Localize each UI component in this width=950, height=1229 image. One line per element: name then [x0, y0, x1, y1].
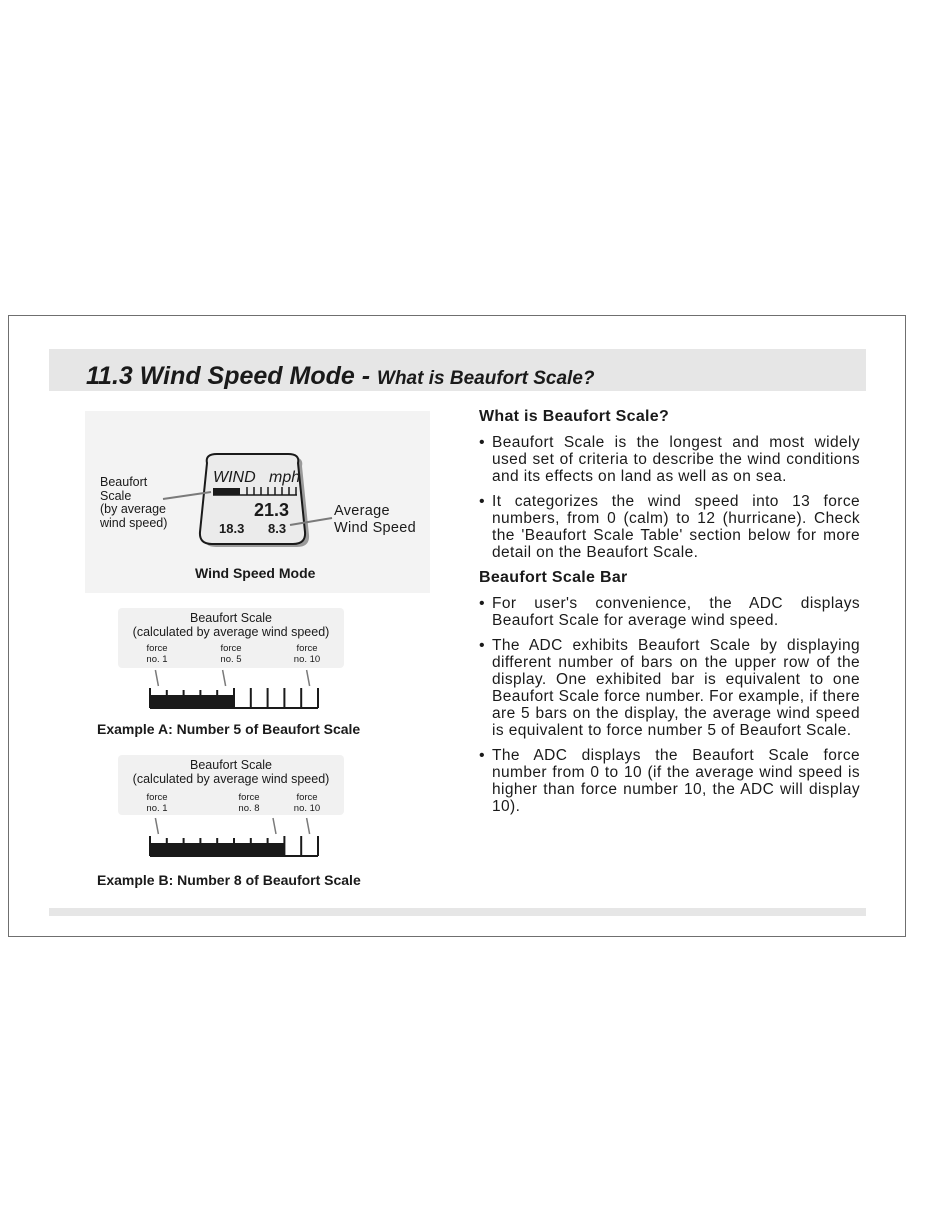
scale-heading: Beaufort Scale — [190, 611, 272, 625]
average-leader-line — [289, 517, 333, 526]
example-b-caption: Example B: Number 8 of Beaufort Scale — [97, 872, 361, 888]
bullet-list: For user's convenience, the ADC displays… — [479, 595, 860, 815]
footer-band — [49, 908, 866, 916]
display-unit-label: mph — [269, 469, 300, 486]
callout-line: Wind Speed — [334, 520, 416, 536]
section-heading-scale-bar: Beaufort Scale Bar — [479, 569, 628, 586]
scale-heading: Beaufort Scale — [190, 758, 272, 772]
force-label-leader — [154, 669, 160, 687]
page-title: 11.3 Wind Speed Mode - What is Beaufort … — [86, 355, 595, 392]
force-label-leader — [154, 817, 160, 835]
force-label-leader — [305, 817, 311, 835]
force-label-leader — [221, 669, 227, 687]
bullet-item: For user's convenience, the ADC displays… — [479, 595, 860, 629]
beaufort-leader-line — [162, 491, 212, 500]
callout-line: Average — [334, 503, 390, 519]
scale-subheading: (calculated by average wind speed) — [132, 625, 330, 639]
callout-line: (by average — [100, 502, 167, 516]
bullet-item: The ADC exhibits Beaufort Scale by displ… — [479, 637, 860, 739]
example-a-scale-bar — [149, 669, 319, 709]
bullet-item: Beaufort Scale is the longest and most w… — [479, 434, 860, 485]
title-band — [49, 349, 866, 391]
bullet-item: It categorizes the wind speed into 13 fo… — [479, 493, 860, 561]
wind-mode-caption: Wind Speed Mode — [195, 565, 316, 581]
title-subtitle: What is Beaufort Scale? — [377, 368, 595, 389]
display-right-reading: 8.3 — [268, 521, 286, 536]
display-wind-label: WIND — [213, 469, 256, 486]
beaufort-scale-callout: Beaufort Scale (by average wind speed) — [100, 475, 168, 530]
display-main-reading: 21.3 — [254, 500, 289, 520]
section-heading-what-is: What is Beaufort Scale? — [479, 408, 670, 425]
page-frame — [8, 315, 906, 937]
bullet-item: The ADC displays the Beaufort Scale forc… — [479, 747, 860, 815]
callout-line: Scale — [100, 488, 132, 503]
scale-bar-filled — [150, 695, 234, 708]
text-column: What is Beaufort Scale? Beaufort Scale i… — [479, 408, 860, 823]
example-a-caption: Example A: Number 5 of Beaufort Scale — [97, 721, 361, 737]
example-b-scale-box: Beaufort Scale (calculated by average wi… — [118, 755, 344, 815]
scale-bar-filled — [150, 843, 285, 856]
callout-line: Beaufort — [100, 475, 148, 489]
callout-line: wind speed) — [100, 515, 168, 530]
wind-display-illustration: WIND mph 21.3 18.3 8.3 — [162, 453, 333, 547]
wind-speed-mode-panel: WIND mph 21.3 18.3 8.3 — [85, 411, 430, 593]
scale-subheading: (calculated by average wind speed) — [132, 772, 330, 786]
force-label-leader — [272, 817, 277, 835]
force-label-leader — [305, 669, 311, 687]
title-main: 11.3 Wind Speed Mode - — [86, 362, 378, 390]
bullet-list: Beaufort Scale is the longest and most w… — [479, 434, 860, 561]
example-a-scale-box: Beaufort Scale (calculated by average wi… — [118, 608, 344, 668]
example-b-scale-bar — [149, 817, 319, 857]
display-left-reading: 18.3 — [219, 521, 244, 536]
average-wind-speed-callout: Average Wind Speed — [334, 503, 416, 537]
